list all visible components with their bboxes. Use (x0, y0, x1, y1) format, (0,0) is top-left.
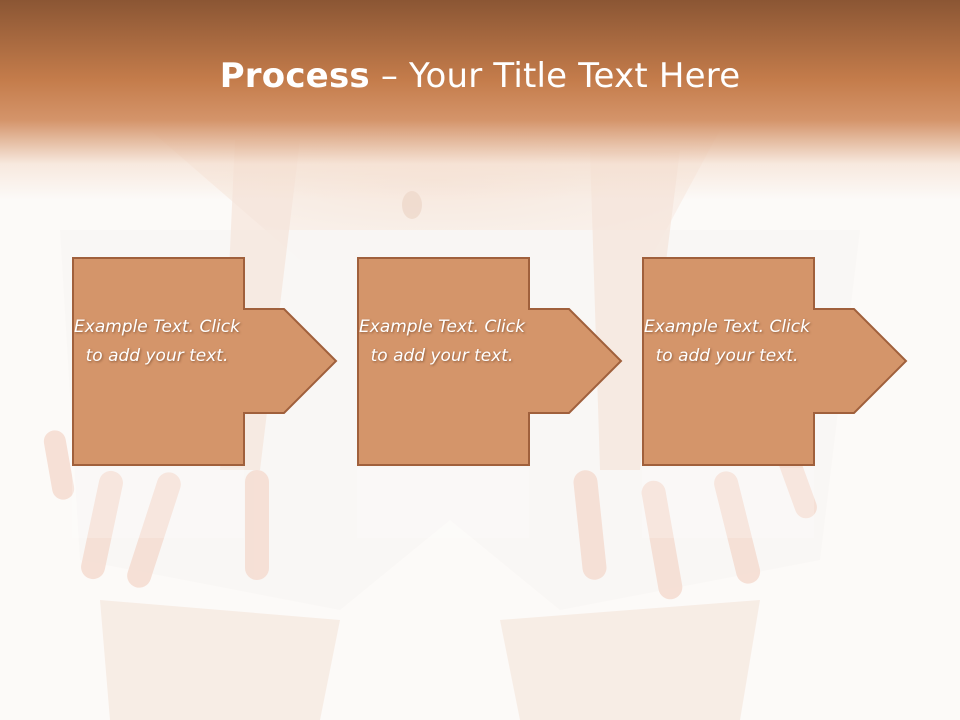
title-band (0, 0, 960, 200)
step-reflection (357, 468, 529, 538)
right-arrow-icon (642, 257, 908, 466)
step-reflection (642, 468, 814, 538)
step-text[interactable]: Example Text. Click to add your text. (74, 317, 240, 366)
step-reflection (72, 468, 244, 538)
step-text[interactable]: Example Text. Click to add your text. (359, 317, 525, 366)
slide-title[interactable]: Process – Your Title Text Here (0, 54, 960, 98)
right-arrow-icon (357, 257, 623, 466)
right-arrow-icon (72, 257, 338, 466)
title-rest: – Your Title Text Here (369, 56, 741, 96)
process-step-2[interactable]: Example Text. Click to add your text. (357, 257, 702, 467)
process-step-1[interactable]: Example Text. Click to add your text. (72, 257, 417, 467)
step-text[interactable]: Example Text. Click to add your text. (644, 317, 810, 366)
title-bold: Process (219, 56, 370, 96)
process-step-3[interactable]: Example Text. Click to add your text. (642, 257, 960, 467)
